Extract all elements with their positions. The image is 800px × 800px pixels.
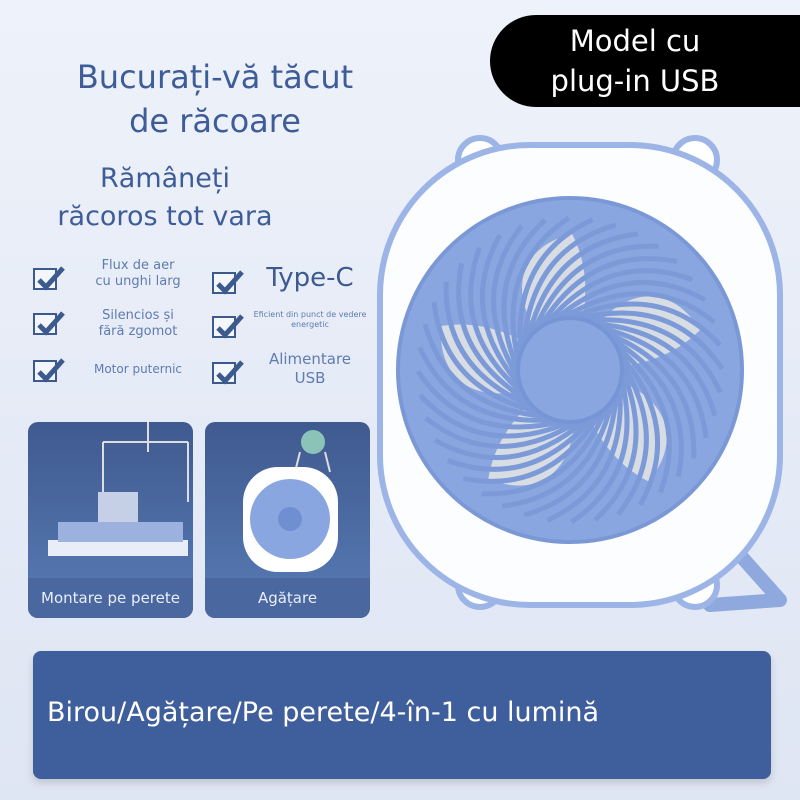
- checkmark-icon: [33, 358, 65, 383]
- grille-spoke: [610, 337, 684, 478]
- headline: Bucurați-vă tăcut de răcoare: [40, 55, 390, 143]
- fan-grille-spokes: [415, 215, 725, 525]
- grille-spoke: [417, 346, 555, 423]
- feature-line1: Type-C: [266, 263, 354, 293]
- card-wall-mount: Montare pe perete: [28, 422, 193, 618]
- grille-spoke: [479, 233, 523, 388]
- grille-spoke: [605, 330, 697, 459]
- hanging-illustration: [243, 430, 338, 572]
- banner-text: Birou/Agățare/Pe perete/4-în-1 cu lumină: [47, 697, 600, 728]
- feature-line2: energetic: [291, 320, 329, 329]
- subheadline-line1: Rămâneți: [100, 163, 230, 194]
- grille-spoke: [501, 399, 615, 509]
- grille-spoke: [593, 369, 639, 522]
- feature-line1: Eficient din punct de vedere: [253, 310, 367, 319]
- checkmark-icon: [33, 311, 65, 336]
- grille-spoke: [424, 416, 580, 449]
- feature-line1: Motor puternic: [93, 362, 183, 376]
- badge-line2: plug-in USB: [550, 64, 720, 98]
- grille-spoke: [546, 385, 623, 523]
- grille-spoke: [544, 268, 694, 326]
- feature-item: Motor puternic: [88, 362, 188, 377]
- usb-model-badge: Model cu plug-in USB: [490, 15, 800, 107]
- grille-spoke: [525, 231, 639, 341]
- feature-line2: cu unghi larg: [95, 274, 181, 290]
- subheadline: Rămâneți răcoros tot vara: [20, 160, 310, 236]
- grille-spoke: [491, 224, 524, 380]
- wall-mount-illustration: [48, 422, 189, 556]
- fan-hub: [516, 316, 624, 424]
- grille-spoke: [569, 377, 630, 525]
- grille-spoke: [433, 417, 588, 461]
- grille-spoke: [614, 344, 672, 494]
- grille-spoke: [617, 352, 661, 507]
- grille-spoke: [418, 393, 571, 439]
- checkmark-icon: [33, 266, 65, 291]
- grille-spoke: [577, 310, 725, 371]
- bottom-banner: Birou/Agățare/Pe perete/4-în-1 cu lumină: [33, 651, 771, 779]
- grille-spoke: [501, 218, 547, 371]
- grille-spoke: [431, 301, 541, 415]
- headline-line2: de răcoare: [129, 102, 301, 140]
- grille-spoke: [481, 405, 610, 497]
- card-label: Montare pe perete: [28, 578, 193, 618]
- grille-spoke: [468, 246, 526, 396]
- feature-line1: Alimentare: [268, 350, 352, 368]
- grille-spoke: [552, 279, 707, 323]
- feature-line1: Flux de aer: [101, 258, 175, 273]
- checkmark-icon: [212, 314, 244, 339]
- grille-spoke: [422, 323, 547, 419]
- grille-spoke: [616, 360, 649, 516]
- grille-spoke: [521, 222, 617, 347]
- checkmark-icon: [212, 270, 244, 295]
- grille-spoke: [585, 317, 723, 394]
- card-label: Agățare: [205, 578, 370, 618]
- grille-spoke: [446, 414, 596, 472]
- subheadline-line2: răcoros tot vara: [57, 201, 273, 232]
- fan-product-image: [377, 135, 787, 612]
- feature-item: Type-C: [250, 262, 370, 295]
- grille-spoke: [456, 262, 530, 403]
- grille-spoke: [462, 410, 603, 484]
- grille-spoke: [415, 369, 563, 430]
- grille-spoke: [517, 217, 594, 355]
- grille-spoke: [560, 291, 716, 324]
- badge-line1: Model cu: [569, 24, 701, 58]
- grille-spoke: [530, 243, 659, 335]
- grille-spoke: [510, 215, 571, 363]
- grille-spoke: [593, 321, 718, 417]
- grille-spoke: [569, 301, 722, 347]
- feature-line2: fără zgomot: [98, 324, 178, 340]
- grille-spoke: [443, 281, 535, 410]
- feature-line1: Silencios și: [102, 308, 174, 323]
- headline-line1: Bucurați-vă tăcut: [76, 58, 354, 96]
- feature-line2: USB: [294, 368, 326, 387]
- grille-spoke: [599, 325, 709, 439]
- grille-spoke: [523, 393, 619, 518]
- card-hanging: Agățare: [205, 422, 370, 618]
- grille-spoke: [537, 256, 678, 330]
- checkmark-icon: [212, 360, 244, 385]
